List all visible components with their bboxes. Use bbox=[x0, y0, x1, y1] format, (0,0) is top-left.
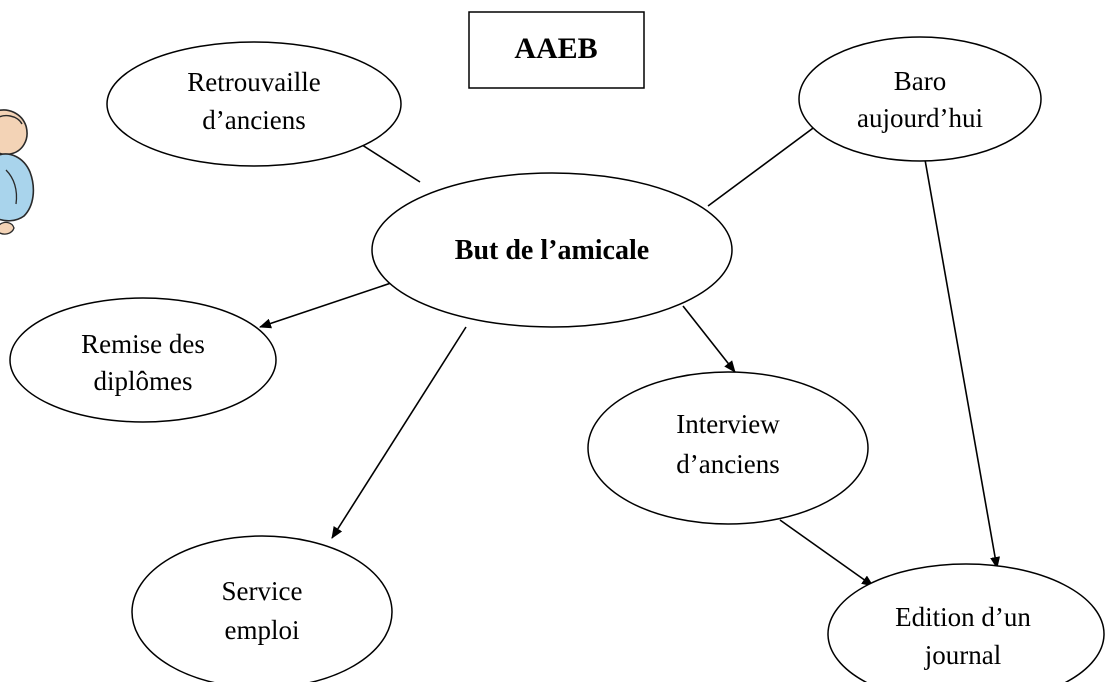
node-edition-line1: Edition d’un bbox=[895, 602, 1031, 632]
edge-interview-edition bbox=[779, 519, 874, 587]
edge-center-remise bbox=[259, 280, 398, 329]
edges-layer bbox=[259, 116, 1001, 587]
node-service-line2: emploi bbox=[225, 615, 300, 645]
node-edition: Edition d’un journal bbox=[827, 563, 1105, 682]
node-service: Service emploi bbox=[131, 535, 393, 682]
node-retrouvaille: Retrouvaille d’anciens bbox=[106, 41, 402, 167]
node-baro-line1: Baro bbox=[894, 66, 946, 96]
node-retrouvaille-line1: Retrouvaille bbox=[187, 67, 320, 97]
node-baro: Baro aujourd’hui bbox=[798, 36, 1042, 162]
center-label: But de l’amicale bbox=[455, 235, 649, 266]
title-label: AAEB bbox=[514, 32, 597, 65]
edge-center-service bbox=[331, 326, 467, 539]
person-clipart-icon bbox=[0, 109, 35, 235]
node-remise-line1: Remise des bbox=[81, 329, 205, 359]
node-service-line1: Service bbox=[222, 576, 303, 606]
node-retrouvaille-line2: d’anciens bbox=[202, 105, 305, 135]
node-edition-line2: journal bbox=[924, 640, 1001, 670]
node-interview: Interview d’anciens bbox=[587, 371, 869, 525]
node-remise: Remise des diplômes bbox=[9, 297, 277, 423]
edge-baro-edition bbox=[923, 153, 1001, 569]
node-center: But de l’amicale bbox=[371, 172, 733, 328]
node-interview-line1: Interview bbox=[676, 409, 780, 439]
edge-center-baro bbox=[707, 116, 829, 207]
node-remise-line2: diplômes bbox=[94, 366, 193, 396]
node-baro-line2: aujourd’hui bbox=[857, 103, 983, 133]
edge-center-interview bbox=[682, 305, 736, 373]
node-interview-line2: d’anciens bbox=[676, 449, 779, 479]
title-box: AAEB bbox=[468, 11, 645, 89]
